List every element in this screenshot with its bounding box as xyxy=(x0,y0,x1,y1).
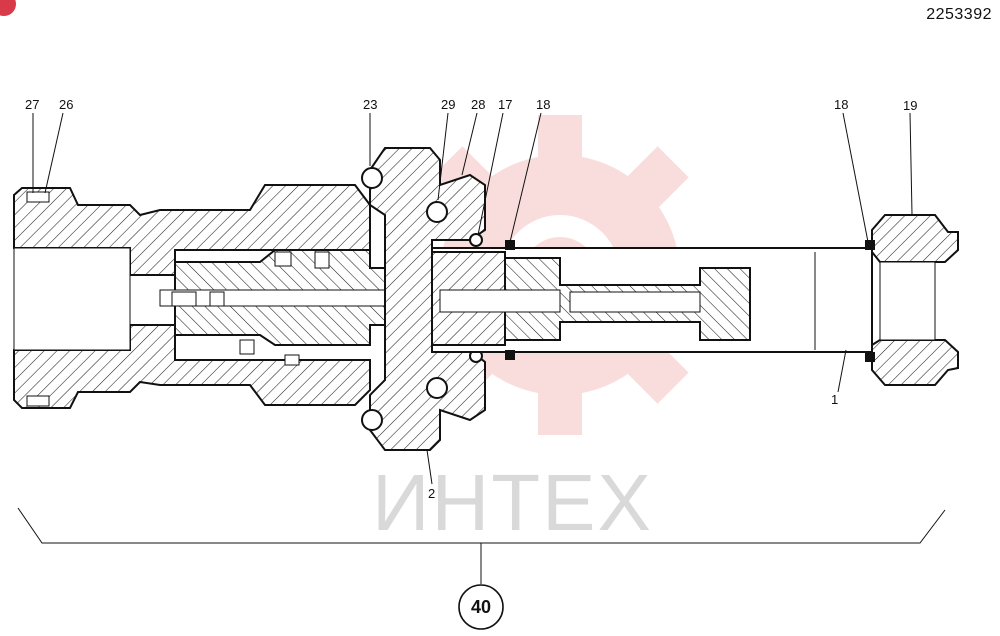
callout-18-right: 18 xyxy=(834,97,848,112)
assembly-label-circle xyxy=(458,584,504,630)
callout-2: 2 xyxy=(428,486,435,501)
inner-spool xyxy=(159,249,431,366)
assembly-brace xyxy=(17,507,946,584)
callout-27: 27 xyxy=(25,97,39,112)
callout-18-left: 18 xyxy=(536,97,550,112)
callout-28: 28 xyxy=(471,97,485,112)
document-number: 2253392 xyxy=(926,6,992,23)
callout-29: 29 xyxy=(441,97,455,112)
watermark-text: ИНТЕХ xyxy=(372,458,653,547)
callout-19: 19 xyxy=(903,98,917,113)
corner-badge-icon xyxy=(0,0,16,16)
callout-1: 1 xyxy=(831,392,838,407)
callout-26: 26 xyxy=(59,97,73,112)
leader-lines xyxy=(32,112,913,485)
left-fitting-body xyxy=(13,184,371,409)
callout-23: 23 xyxy=(363,97,377,112)
tube-body xyxy=(431,240,873,360)
right-end-cap xyxy=(865,214,959,386)
assembly-label: 40 xyxy=(471,597,491,617)
callout-17: 17 xyxy=(498,97,512,112)
